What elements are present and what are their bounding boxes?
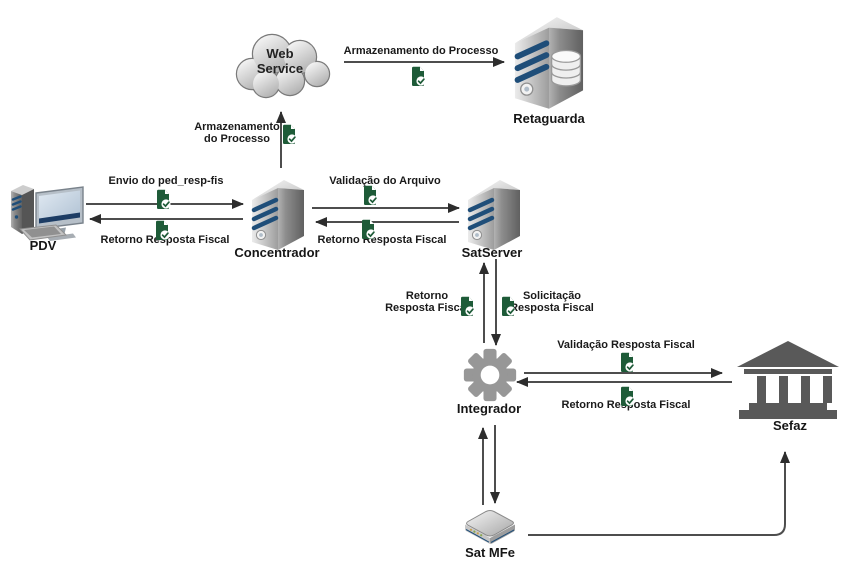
sat-device-icon — [465, 510, 515, 544]
document-check-icon — [155, 189, 171, 210]
document-check-icon — [360, 219, 376, 240]
integrador-label: Integrador — [456, 401, 522, 416]
document-check-icon — [619, 386, 635, 407]
document-check-icon — [281, 124, 297, 145]
concentrador-label: Concentrador — [234, 245, 320, 260]
gear-icon — [463, 348, 517, 402]
server-icon-concentrador — [251, 180, 304, 250]
document-check-icon — [619, 352, 635, 373]
pdv-label: PDV — [29, 238, 57, 253]
satmfe-label: Sat MFe — [465, 545, 515, 560]
government-building-icon — [737, 341, 839, 419]
database-server-icon — [514, 17, 584, 109]
document-check-icon — [154, 220, 170, 241]
sefaz-label: Sefaz — [773, 418, 807, 433]
retaguarda-label: Retaguarda — [513, 111, 585, 126]
satserver-label: SatServer — [461, 245, 523, 260]
edge-label-solicitacao-resposta-fiscal: Solicitação Resposta Fiscal — [510, 290, 594, 314]
webservice-label: Web Service — [256, 46, 304, 76]
edge-label-retorno-resposta-fiscal-integrador: Retorno Resposta Fiscal — [385, 290, 469, 314]
cloud-icon — [235, 33, 331, 99]
edge-label-retorno-resposta-fiscal-sat: Retorno Resposta Fiscal — [317, 234, 447, 246]
edge-label-validacao-do-arquivo: Validação do Arquivo — [329, 175, 441, 187]
edge-label-armazenamento-do-processo-top: Armazenamento do Processo — [343, 45, 499, 57]
document-check-icon — [459, 296, 475, 317]
desktop-computer-icon — [11, 185, 84, 241]
edge-label-envio-ped-resp-fis: Envio do ped_resp-fis — [108, 175, 224, 187]
edge-satmfe-to-sefaz — [528, 451, 790, 536]
document-check-icon — [362, 185, 378, 206]
document-check-icon — [500, 296, 516, 317]
edge-label-validacao-resposta-fiscal: Validação Resposta Fiscal — [557, 339, 695, 351]
server-icon-satserver — [467, 180, 520, 250]
edge-label-armazenamento-do-processo-vertical: Armazenamento do Processo — [194, 121, 280, 145]
document-check-icon — [410, 66, 426, 87]
